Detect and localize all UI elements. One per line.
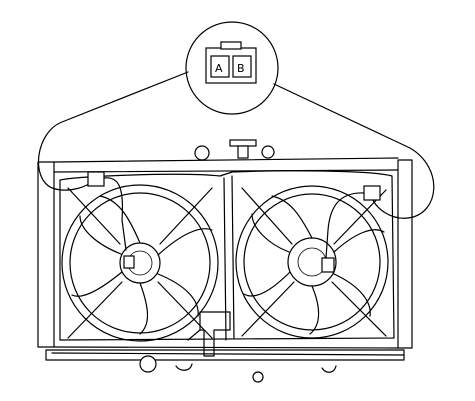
callout-leaders [37, 71, 435, 219]
left-fan [61, 184, 219, 342]
right-fan [235, 185, 389, 339]
left-fan-blades [71, 195, 213, 335]
pin-b-cavity [232, 55, 252, 78]
bottom-bracket [139, 311, 337, 383]
radiator-frame [37, 157, 413, 361]
pin-a-cavity [210, 55, 230, 78]
connector-callout: A B [185, 21, 279, 115]
pin-b-label: B [237, 62, 245, 75]
radiator-cap [194, 139, 275, 161]
pin-a-label: A [215, 62, 223, 75]
right-fan-harness [321, 185, 381, 273]
right-fan-blades [243, 195, 385, 335]
left-fan-harness [87, 171, 135, 269]
